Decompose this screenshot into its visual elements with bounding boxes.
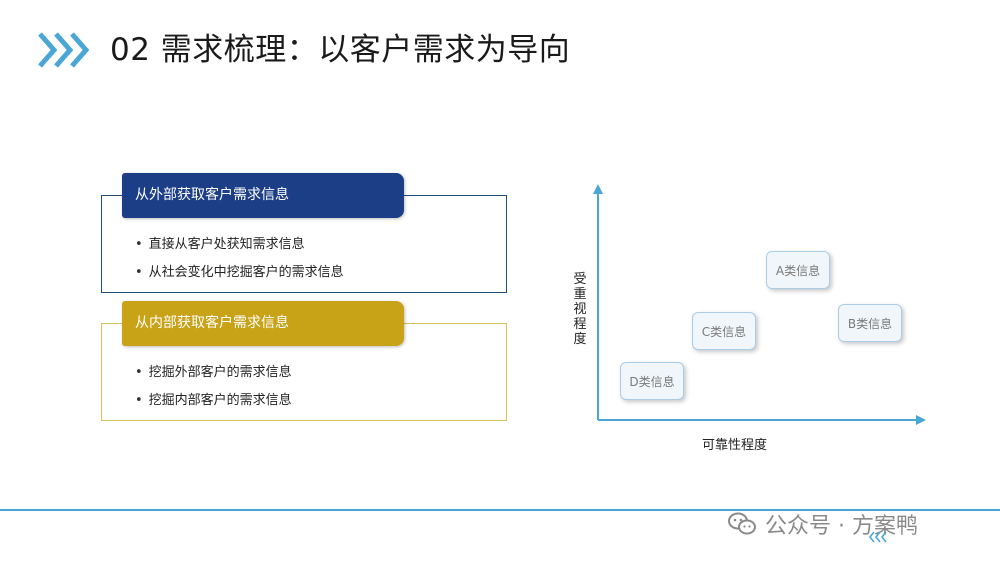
page-title: 02 需求梳理：以客户需求为导向 <box>110 32 571 68</box>
external-source-list: 直接从客户处获知需求信息 从社会变化中挖掘客户的需求信息 <box>135 231 344 287</box>
priority-matrix: 受重视程度 可靠性程度 A类信息 B类信息 C类信息 D类信息 <box>560 180 940 470</box>
external-source-group: 从外部获取客户需求信息 直接从客户处获知需求信息 从社会变化中挖掘客户的需求信息 <box>101 173 507 293</box>
x-axis-arrow-icon <box>916 415 926 425</box>
internal-source-group: 从内部获取客户需求信息 挖掘外部客户的需求信息 挖掘内部客户的需求信息 <box>101 301 507 421</box>
info-box-d: D类信息 <box>620 362 684 400</box>
footer-divider <box>0 509 1000 511</box>
list-item: 挖掘外部客户的需求信息 <box>135 359 292 387</box>
y-axis-label: 受重视程度 <box>573 272 587 347</box>
internal-source-list: 挖掘外部客户的需求信息 挖掘内部客户的需求信息 <box>135 359 292 415</box>
wechat-icon <box>728 512 756 535</box>
internal-source-heading: 从内部获取客户需求信息 <box>122 301 404 346</box>
internal-source-frame <box>101 323 507 421</box>
y-axis-arrow-icon <box>593 184 603 194</box>
external-source-heading: 从外部获取客户需求信息 <box>122 173 404 218</box>
external-source-frame <box>101 195 507 293</box>
info-box-a: A类信息 <box>766 251 830 289</box>
list-item: 直接从客户处获知需求信息 <box>135 231 344 259</box>
matrix-axes <box>593 184 926 425</box>
watermark-text: 公众号 · 方案鸭 <box>765 514 918 539</box>
info-box-b: B类信息 <box>838 304 902 342</box>
double-chevron-icon <box>868 531 887 543</box>
list-item: 从社会变化中挖掘客户的需求信息 <box>135 259 344 287</box>
info-box-c: C类信息 <box>692 312 756 350</box>
x-axis-label: 可靠性程度 <box>702 438 768 453</box>
watermark: 公众号 · 方案鸭 <box>727 508 918 540</box>
list-item: 挖掘内部客户的需求信息 <box>135 387 292 415</box>
chevron-right-icon <box>38 32 90 68</box>
